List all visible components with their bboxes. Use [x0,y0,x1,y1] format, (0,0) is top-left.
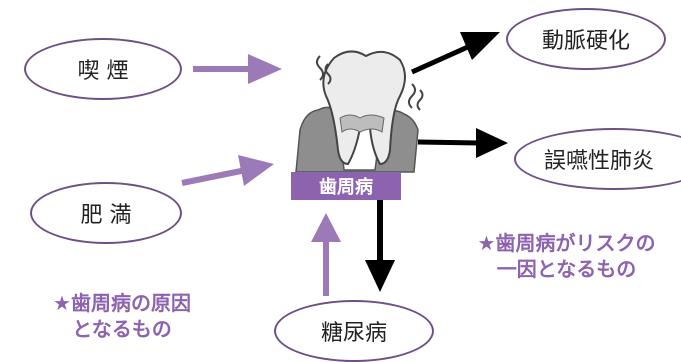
arrow-periodontal-to-pneumonia [417,128,508,158]
arrow-smoking-to-periodontal [193,54,282,84]
node-smoking: 喫 煙 [24,38,182,100]
node-obesity: 肥 満 [30,182,182,244]
arrow-diabetes-to-periodontal [311,213,341,296]
node-diabetes: 糖尿病 [274,300,434,362]
node-pneumonia: 誤嚥性肺炎 [514,128,681,190]
node-arteriosclerosis: 動脈硬化 [506,8,666,70]
caption-risks: ★歯周病がリスクの 一因となるもの [477,231,656,281]
periodontal-disease-label: 歯周病 [291,172,401,200]
caption-causes: ★歯周病の原因 となるもの [53,291,191,341]
arrow-periodontal-to-arteriosclerosis [410,32,500,75]
arrow-periodontal-to-diabetes [365,200,395,292]
arrow-obesity-to-periodontal [181,155,274,186]
